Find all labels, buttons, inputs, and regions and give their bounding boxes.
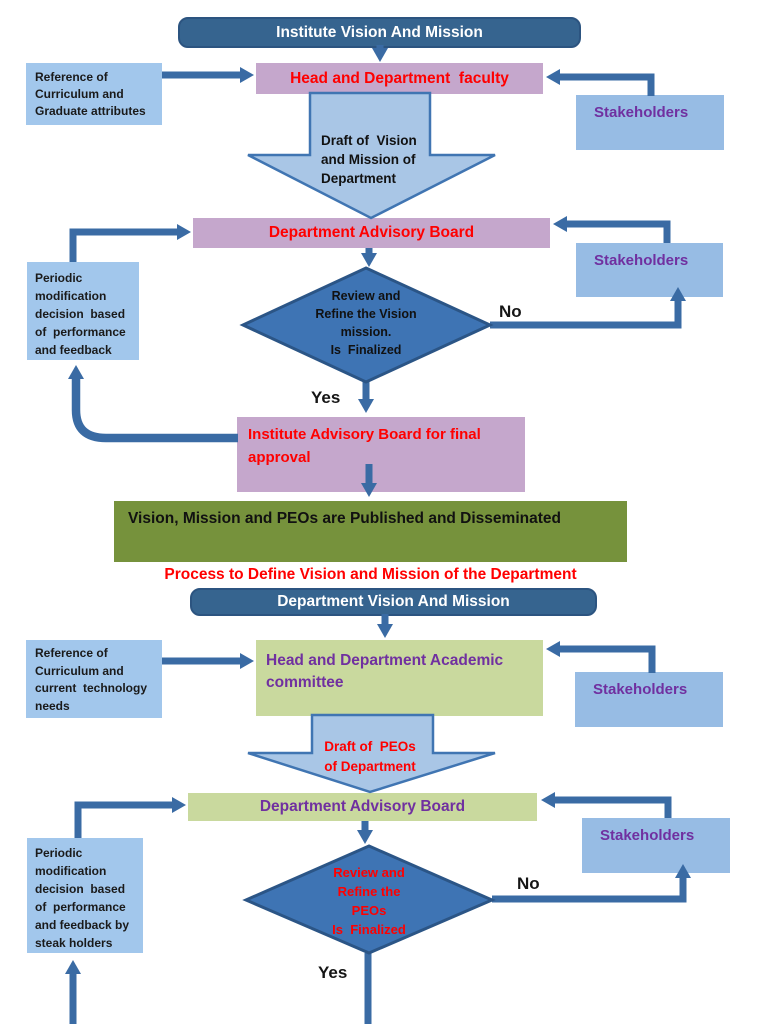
box-line: Reference of (35, 70, 108, 84)
draft-vision-text: Draft of Vision and Mission of Departmen… (321, 131, 451, 188)
stakeholders-box-4: Stakeholders (582, 818, 730, 873)
arrow-line: Draft of PEOs (324, 739, 416, 754)
box-line: of performance (35, 325, 126, 339)
box-line: Head and Department Academic (266, 652, 504, 669)
decision-text-2: Review and Refine the PEOs Is Finalized (269, 863, 469, 939)
box-line: Reference of (35, 646, 108, 660)
process-caption: Process to Define Vision and Mission of … (164, 566, 577, 583)
stakeholders-box-3: Stakeholders (575, 672, 723, 727)
box-line: committee (266, 674, 344, 691)
arrow-line: Department (321, 171, 397, 186)
box-line: steak holders (35, 936, 113, 950)
flowchart1-title-bar: Institute Vision And Mission (178, 17, 581, 48)
publish-bar: Vision, Mission and PEOs are Published a… (114, 501, 627, 562)
arrow-line: and Mission of (321, 152, 416, 167)
box-line: modification (35, 864, 107, 878)
box-line: Periodic (35, 271, 83, 285)
periodic-modification-box-1: Periodic modification decision based of … (27, 262, 139, 360)
box-line: needs (35, 698, 70, 713)
no-label-2: No (517, 874, 540, 893)
connector-stakeholders3-to-head2 (546, 641, 656, 673)
box-line: approval (248, 449, 311, 466)
box-line: Curriculum and (35, 663, 124, 678)
diamond-line: PEOs (351, 903, 387, 918)
reference-curriculum-box-2: Reference of Curriculum and current tech… (26, 640, 162, 718)
periodic-modification-box-2: Periodic modification decision based of … (27, 838, 143, 953)
box-line: of performance (35, 900, 126, 914)
stakeholders-box-1: Stakeholders (576, 95, 724, 150)
head-department-faculty-box: Head and Department faculty (256, 63, 543, 94)
connector-stakeholders2-to-advisory1 (553, 216, 671, 243)
box-line: and feedback by (35, 918, 130, 932)
decision-text-1: Review and Refine the Vision mission. Is… (266, 287, 466, 359)
box-line: Graduate attributes (35, 104, 146, 118)
reference-curriculum-box-1: Reference of Curriculum and Graduate att… (26, 63, 162, 125)
box-line: Periodic (35, 846, 83, 860)
arrow-line: Draft of Vision (321, 133, 417, 148)
department-advisory-board-bar-2: Department Advisory Board (188, 793, 537, 821)
institute-advisory-board-box: Institute Advisory Board for final appro… (237, 417, 525, 492)
diamond-line: Is Finalized (330, 343, 402, 357)
box-line: and feedback (35, 343, 112, 357)
connector-periodic1-to-advisory1 (69, 224, 191, 262)
diamond-line: Refine the (337, 884, 401, 899)
box-line: decision based (35, 882, 126, 896)
diamond-line: Is Finalized (332, 922, 406, 937)
box-line: modification (35, 289, 107, 303)
diamond-line: Refine the Vision (315, 307, 417, 321)
yes-label-1: Yes (311, 388, 341, 407)
box-line: Institute Advisory Board for final (248, 426, 481, 443)
connector-stakeholders4-to-advisory2 (541, 792, 672, 818)
department-advisory-board-bar-1: Department Advisory Board (193, 218, 550, 248)
draft-peos-text: Draft of PEOs of Department (300, 737, 440, 777)
diamond-line: Review and (333, 865, 405, 880)
box-line: current technology (35, 681, 148, 695)
yes-label-2: Yes (318, 963, 348, 982)
diamond-line: mission. (340, 325, 392, 339)
diamond-line: Review and (331, 289, 401, 303)
stakeholders-box-2: Stakeholders (576, 243, 723, 297)
arrow-line: of Department (324, 759, 416, 774)
box-line: Curriculum and (35, 87, 124, 101)
head-academic-committee-box: Head and Department Academic committee (256, 640, 543, 716)
connector-periodic2-to-advisory2 (74, 797, 186, 838)
connector-stakeholders1-to-head1 (546, 69, 655, 96)
no-label-1: No (499, 302, 522, 321)
connector-final-to-periodic1-curve (68, 365, 238, 443)
box-line: decision based (35, 307, 126, 321)
flowchart2-title-bar: Department Vision And Mission (190, 588, 597, 616)
